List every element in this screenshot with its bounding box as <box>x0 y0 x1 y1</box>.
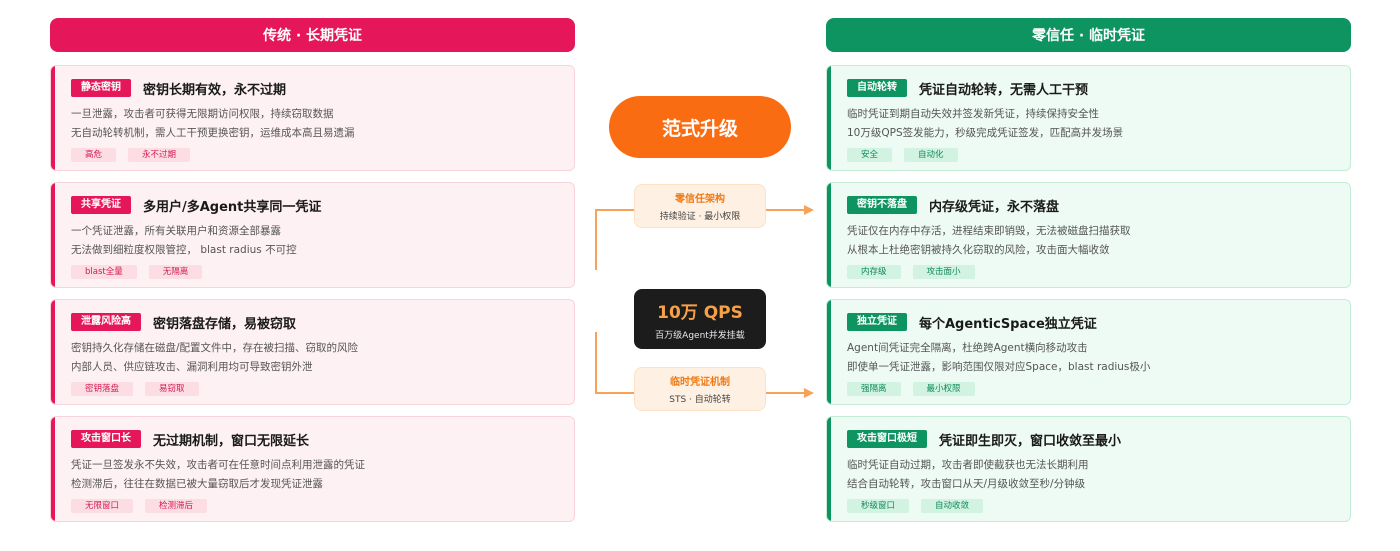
card-tag: 静态密钥 <box>71 79 131 97</box>
card-description: 临时凭证到期自动失效并签发新凭证，持续保持安全性 <box>847 108 1099 120</box>
card-description: Agent间凭证完全隔离，杜绝跨Agent横向移动攻击 <box>847 342 1088 354</box>
card-title: 无过期机制，窗口无限延长 <box>153 433 310 449</box>
card-description: 检测滞后，往往在数据已被大量窃取后才发现凭证泄露 <box>71 478 323 490</box>
zero-trust-card-no-disk: 密钥不落盘 内存级凭证，永不落盘 凭证仅在内存中存活，进程结束即销毁，无法被磁盘… <box>826 182 1351 288</box>
card-chip: 自动化 <box>904 148 958 162</box>
card-title: 每个AgenticSpace独立凭证 <box>919 316 1097 332</box>
card-chip: 密钥落盘 <box>71 382 134 396</box>
card-description: 无法做到细粒度权限管控， blast radius 不可控 <box>71 244 297 256</box>
card-description: 结合自动轮转，攻击窗口从天/月级收敛至秒/分钟级 <box>847 478 1086 490</box>
legacy-card-attack-window: 攻击窗口长 无过期机制，窗口无限延长 凭证一旦签发永不失效，攻击者可在任意时间点… <box>50 416 575 522</box>
paradigm-upgrade-badge: 范式升级 <box>609 96 791 158</box>
card-description: 一旦泄露，攻击者可获得无限期访问权限，持续窃取数据 <box>71 108 334 120</box>
card-chip: 攻击面小 <box>912 265 975 279</box>
card-description: 即使单一凭证泄露，影响范围仅限对应Space，blast radius极小 <box>847 361 1151 373</box>
card-tag: 密钥不落盘 <box>847 196 917 214</box>
card-chip: 强隔离 <box>847 382 901 396</box>
card-chip: 自动收敛 <box>921 499 984 513</box>
flow-subtitle: STS · 自动轮转 <box>669 395 731 405</box>
card-title: 多用户/多Agent共享同一凭证 <box>143 199 322 215</box>
qps-title: 10万 QPS <box>657 302 743 323</box>
card-chip: 易窃取 <box>145 382 199 396</box>
flow-title: 零信任架构 <box>675 194 725 205</box>
flow-title: 临时凭证机制 <box>670 377 730 388</box>
card-title: 凭证自动轮转，无需人工干预 <box>919 82 1089 98</box>
legacy-column-header: 传统 · 长期凭证 <box>50 18 575 52</box>
card-chip: 内存级 <box>847 265 901 279</box>
card-chip: 秒级窗口 <box>847 499 910 513</box>
card-description: 凭证仅在内存中存活，进程结束即销毁，无法被磁盘扫描获取 <box>847 225 1131 237</box>
lower-connector-line <box>595 332 634 394</box>
card-tag: 攻击窗口长 <box>71 430 141 448</box>
card-chip: blast全量 <box>71 265 137 279</box>
card-tag: 共享凭证 <box>71 196 131 214</box>
card-tag: 攻击窗口极短 <box>847 430 927 448</box>
card-description: 一个凭证泄露，所有关联用户和资源全部暴露 <box>71 225 281 237</box>
qps-box: 10万 QPS 百万级Agent并发挂载 <box>634 289 766 349</box>
qps-subtitle: 百万级Agent并发挂载 <box>655 330 745 341</box>
legacy-card-leak-risk: 泄露风险高 密钥落盘存储，易被窃取 密钥持久化存储在磁盘/配置文件中，存在被扫描… <box>50 299 575 405</box>
card-tag: 自动轮转 <box>847 79 907 97</box>
zero-trust-column-header: 零信任 · 临时凭证 <box>826 18 1351 52</box>
temporary-credential-box: 临时凭证机制 STS · 自动轮转 <box>634 367 766 411</box>
zero-trust-card-isolated-credential: 独立凭证 每个AgenticSpace独立凭证 Agent间凭证完全隔离，杜绝跨… <box>826 299 1351 405</box>
card-description: 10万级QPS签发能力，秒级完成凭证签发，匹配高并发场景 <box>847 127 1124 139</box>
card-tag: 泄露风险高 <box>71 313 141 331</box>
card-title: 密钥长期有效，永不过期 <box>143 82 287 98</box>
card-description: 凭证一旦签发永不失效，攻击者可在任意时间点利用泄露的凭证 <box>71 459 365 471</box>
card-chip: 永不过期 <box>128 148 191 162</box>
card-chip: 最小权限 <box>912 382 975 396</box>
card-description: 无自动轮转机制，需人工干预更换密钥，运维成本高且易遗漏 <box>71 127 355 139</box>
card-title: 密钥落盘存储，易被窃取 <box>153 316 297 332</box>
card-description: 密钥持久化存储在磁盘/配置文件中，存在被扫描、窃取的风险 <box>71 342 359 354</box>
card-chip: 检测滞后 <box>145 499 208 513</box>
card-tag: 独立凭证 <box>847 313 907 331</box>
card-description: 内部人员、供应链攻击、漏洞利用均可导致密钥外泄 <box>71 361 313 373</box>
card-description: 从根本上杜绝密钥被持久化窃取的风险，攻击面大幅收敛 <box>847 244 1110 256</box>
legacy-card-shared-credential: 共享凭证 多用户/多Agent共享同一凭证 一个凭证泄露，所有关联用户和资源全部… <box>50 182 575 288</box>
card-title: 凭证即生即灭，窗口收敛至最小 <box>939 433 1122 449</box>
card-description: 临时凭证自动过期，攻击者即使截获也无法长期利用 <box>847 459 1089 471</box>
card-chip: 无隔离 <box>148 265 203 279</box>
zero-trust-card-auto-rotation: 自动轮转 凭证自动轮转，无需人工干预 临时凭证到期自动失效并签发新凭证，持续保持… <box>826 65 1351 171</box>
zero-trust-architecture-box: 零信任架构 持续验证 · 最小权限 <box>634 184 766 228</box>
zero-trust-card-short-window: 攻击窗口极短 凭证即生即灭，窗口收敛至最小 临时凭证自动过期，攻击者即使截获也无… <box>826 416 1351 522</box>
card-title: 内存级凭证，永不落盘 <box>929 199 1060 215</box>
upper-connector-line <box>595 209 634 270</box>
card-chip: 高危 <box>71 148 117 162</box>
card-chip: 无限窗口 <box>71 499 134 513</box>
flow-subtitle: 持续验证 · 最小权限 <box>659 212 741 222</box>
card-chip: 安全 <box>847 148 893 162</box>
legacy-card-static-key: 静态密钥 密钥长期有效，永不过期 一旦泄露，攻击者可获得无限期访问权限，持续窃取… <box>50 65 575 171</box>
